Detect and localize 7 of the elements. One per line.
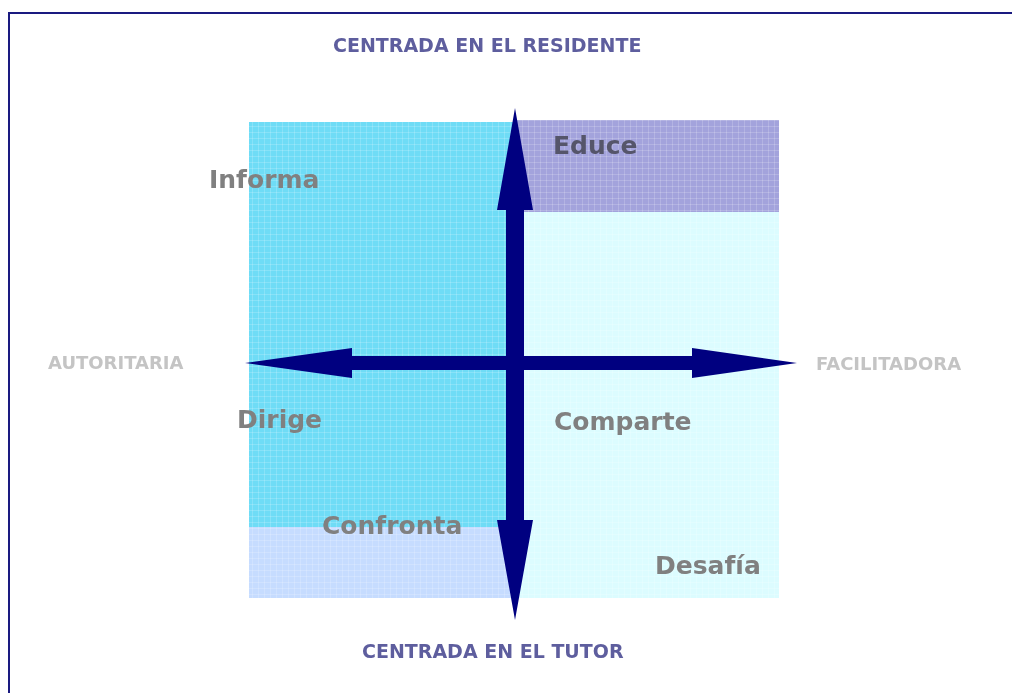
quadrant-label: Educe (553, 133, 638, 158)
axis-title: CENTRADA EN EL RESIDENTE (333, 36, 642, 55)
axis-title: CENTRADA EN EL TUTOR (362, 642, 624, 661)
axis-label: AUTORITARIA (48, 354, 184, 372)
quadrant-label: Desafía (655, 553, 761, 578)
axis-label: FACILITADORA (816, 355, 962, 373)
quadrant-label: Comparte (554, 409, 692, 434)
